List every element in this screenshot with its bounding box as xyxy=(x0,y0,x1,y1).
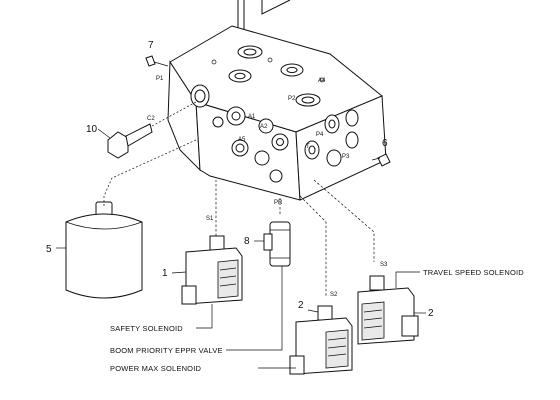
port-label-c2: C2 xyxy=(147,116,155,122)
port-label-a1: A1 xyxy=(248,114,256,120)
callout-6: 6 xyxy=(382,138,388,149)
manifold-block xyxy=(167,25,387,201)
port-label-p4: P4 xyxy=(316,132,324,138)
port-label-s3: S3 xyxy=(380,262,388,268)
port-label-p3: P3 xyxy=(342,154,350,160)
callout-7: 7 xyxy=(148,40,154,51)
travel-speed-solenoid-part-2: S3 2 xyxy=(313,179,434,345)
filter-part-5: 5 xyxy=(46,139,197,299)
plug-part-6: 6 xyxy=(371,138,391,167)
label-safety-solenoid: SAFETY SOLENOID xyxy=(110,324,183,333)
callout-5: 5 xyxy=(46,244,52,255)
plug-part-7: 7 xyxy=(145,40,169,67)
callout-10: 10 xyxy=(86,124,98,135)
port-label-pr: PR xyxy=(274,200,283,206)
port-label-t: T xyxy=(306,144,310,150)
label-boom-priority-eppr-valve: BOOM PRIORITY EPPR VALVE xyxy=(110,346,223,355)
component-labels: TRAVEL SPEED SOLENOID SAFETY SOLENOID BO… xyxy=(110,268,524,373)
bolt-part-10: 10 xyxy=(86,101,197,159)
callout-2-right: 2 xyxy=(428,308,434,319)
safety-solenoid-part-1: S1 1 xyxy=(162,180,243,329)
port-label-s2: S2 xyxy=(330,292,338,298)
port-label-p1: P1 xyxy=(156,76,164,82)
callout-8: 8 xyxy=(244,236,250,247)
port-labels: P1 A4 P2 A1 A2 A5 T P4 P3 C2 xyxy=(147,76,350,160)
callout-1: 1 xyxy=(162,268,168,279)
callout-2-lower: 2 xyxy=(298,300,304,311)
power-max-solenoid-part-2: S2 2 xyxy=(258,195,353,375)
port-label-a4: A4 xyxy=(318,78,326,84)
label-travel-speed-solenoid: TRAVEL SPEED SOLENOID xyxy=(423,268,524,277)
port-label-a5: A5 xyxy=(238,137,246,143)
port-label-s1: S1 xyxy=(206,216,214,222)
label-power-max-solenoid: POWER MAX SOLENOID xyxy=(110,364,201,373)
port-label-p2: P2 xyxy=(288,96,296,102)
eppr-valve-part-8: PR 8 xyxy=(226,196,291,351)
port-label-a2: A2 xyxy=(260,124,268,130)
